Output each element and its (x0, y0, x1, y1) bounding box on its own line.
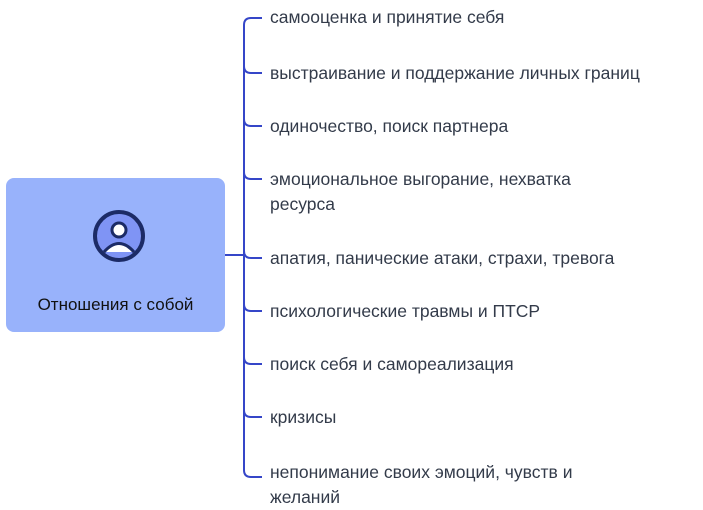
branch-label-line: эмоциональное выгорание, нехватка (270, 169, 571, 189)
branch-connector (243, 118, 262, 127)
branch-connector (243, 250, 262, 259)
branch-connector (243, 409, 262, 418)
branch-connector (243, 171, 262, 180)
branch-node[interactable]: психологические травмы и ПТСР (270, 299, 700, 324)
branch-label-line: поиск себя и самореализация (270, 354, 514, 374)
branch-label-line: одиночество, поиск партнера (270, 116, 509, 136)
user-avatar-icon (93, 210, 145, 262)
branch-label-line: ресурса (270, 194, 335, 214)
branch-node[interactable]: одиночество, поиск партнера (270, 114, 700, 139)
branch-label-line: непонимание своих эмоций, чувств и (270, 462, 573, 482)
branch-node[interactable]: непонимание своих эмоций, чувств и желани… (270, 460, 700, 510)
branch-label-line: выстраивание и поддержание личных границ (270, 63, 640, 83)
branch-connector (243, 356, 262, 365)
branch-label-line: желаний (270, 487, 341, 507)
branch-label-line: психологические травмы и ПТСР (270, 301, 541, 321)
root-node-card[interactable]: Отношения с собой (6, 178, 225, 332)
branch-node[interactable]: эмоциональное выгорание, нехватка ресурса (270, 167, 700, 217)
branch-connector (243, 65, 262, 74)
branch-label-line: кризисы (270, 407, 337, 427)
branch-node[interactable]: кризисы (270, 405, 700, 430)
branch-connector (243, 303, 262, 312)
branch-label-line: апатия, панические атаки, страхи, тревог… (270, 248, 615, 268)
branch-node[interactable]: апатия, панические атаки, страхи, тревог… (270, 246, 700, 271)
branch-node[interactable]: поиск себя и самореализация (270, 352, 700, 377)
spine-connector (243, 17, 262, 478)
root-node-label: Отношения с собой (37, 295, 194, 314)
branch-node[interactable]: самооценка и принятие себя (270, 5, 700, 30)
branch-node[interactable]: выстраивание и поддержание личных границ (270, 61, 700, 86)
branch-label-line: самооценка и принятие себя (270, 7, 505, 27)
